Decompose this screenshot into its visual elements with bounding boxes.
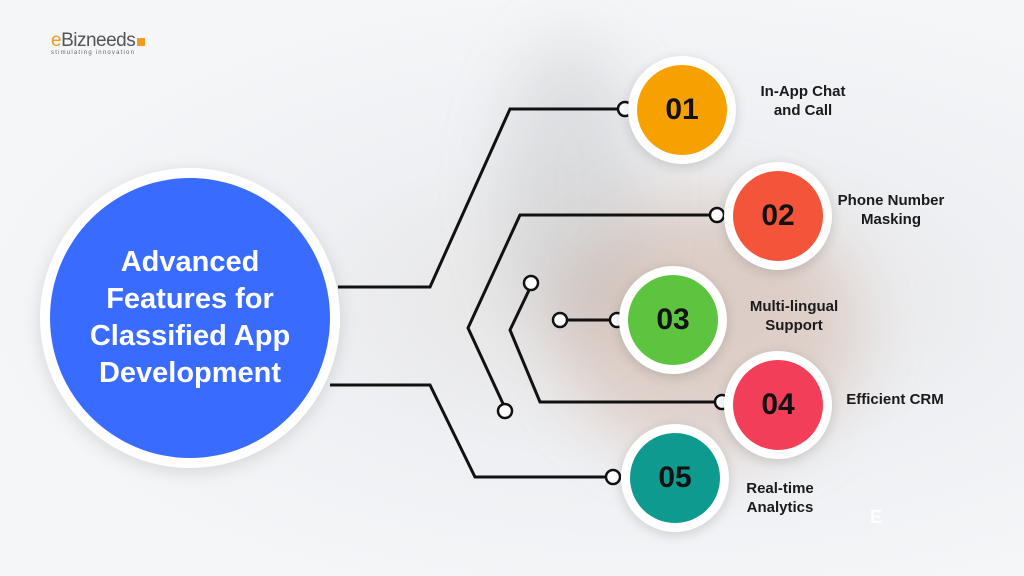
feature-04-badge: 04	[724, 351, 832, 459]
node	[522, 274, 540, 292]
feature-02-badge: 02	[724, 162, 832, 270]
watermark: E	[870, 507, 883, 527]
feature-03-badge: 03	[619, 266, 727, 374]
feature-05-label: Real-time Analytics	[746, 480, 814, 516]
node	[496, 402, 514, 420]
feature-01-label: In-App Chat and Call	[760, 83, 846, 119]
connector-01	[338, 107, 622, 289]
node	[708, 206, 726, 224]
node	[551, 311, 569, 329]
main-circle: Advanced Features for Classified App Dev…	[40, 168, 340, 468]
feature-01-badge: 01	[628, 56, 736, 164]
feature-03-label: Multi-lingual Support	[749, 298, 839, 334]
title: Advanced Features for Classified App Dev…	[50, 178, 330, 458]
logo: eBizneeds stimulating innovation	[51, 30, 146, 56]
feature-04-label: Efficient CRM	[846, 391, 944, 408]
connector-02	[466, 213, 714, 409]
connector-05	[330, 383, 610, 479]
node	[604, 468, 622, 486]
feature-05-badge: 05	[621, 424, 729, 532]
background-blur	[500, 40, 640, 340]
feature-02-label: Phone Number Masking	[837, 192, 945, 228]
connector-04	[508, 285, 718, 404]
